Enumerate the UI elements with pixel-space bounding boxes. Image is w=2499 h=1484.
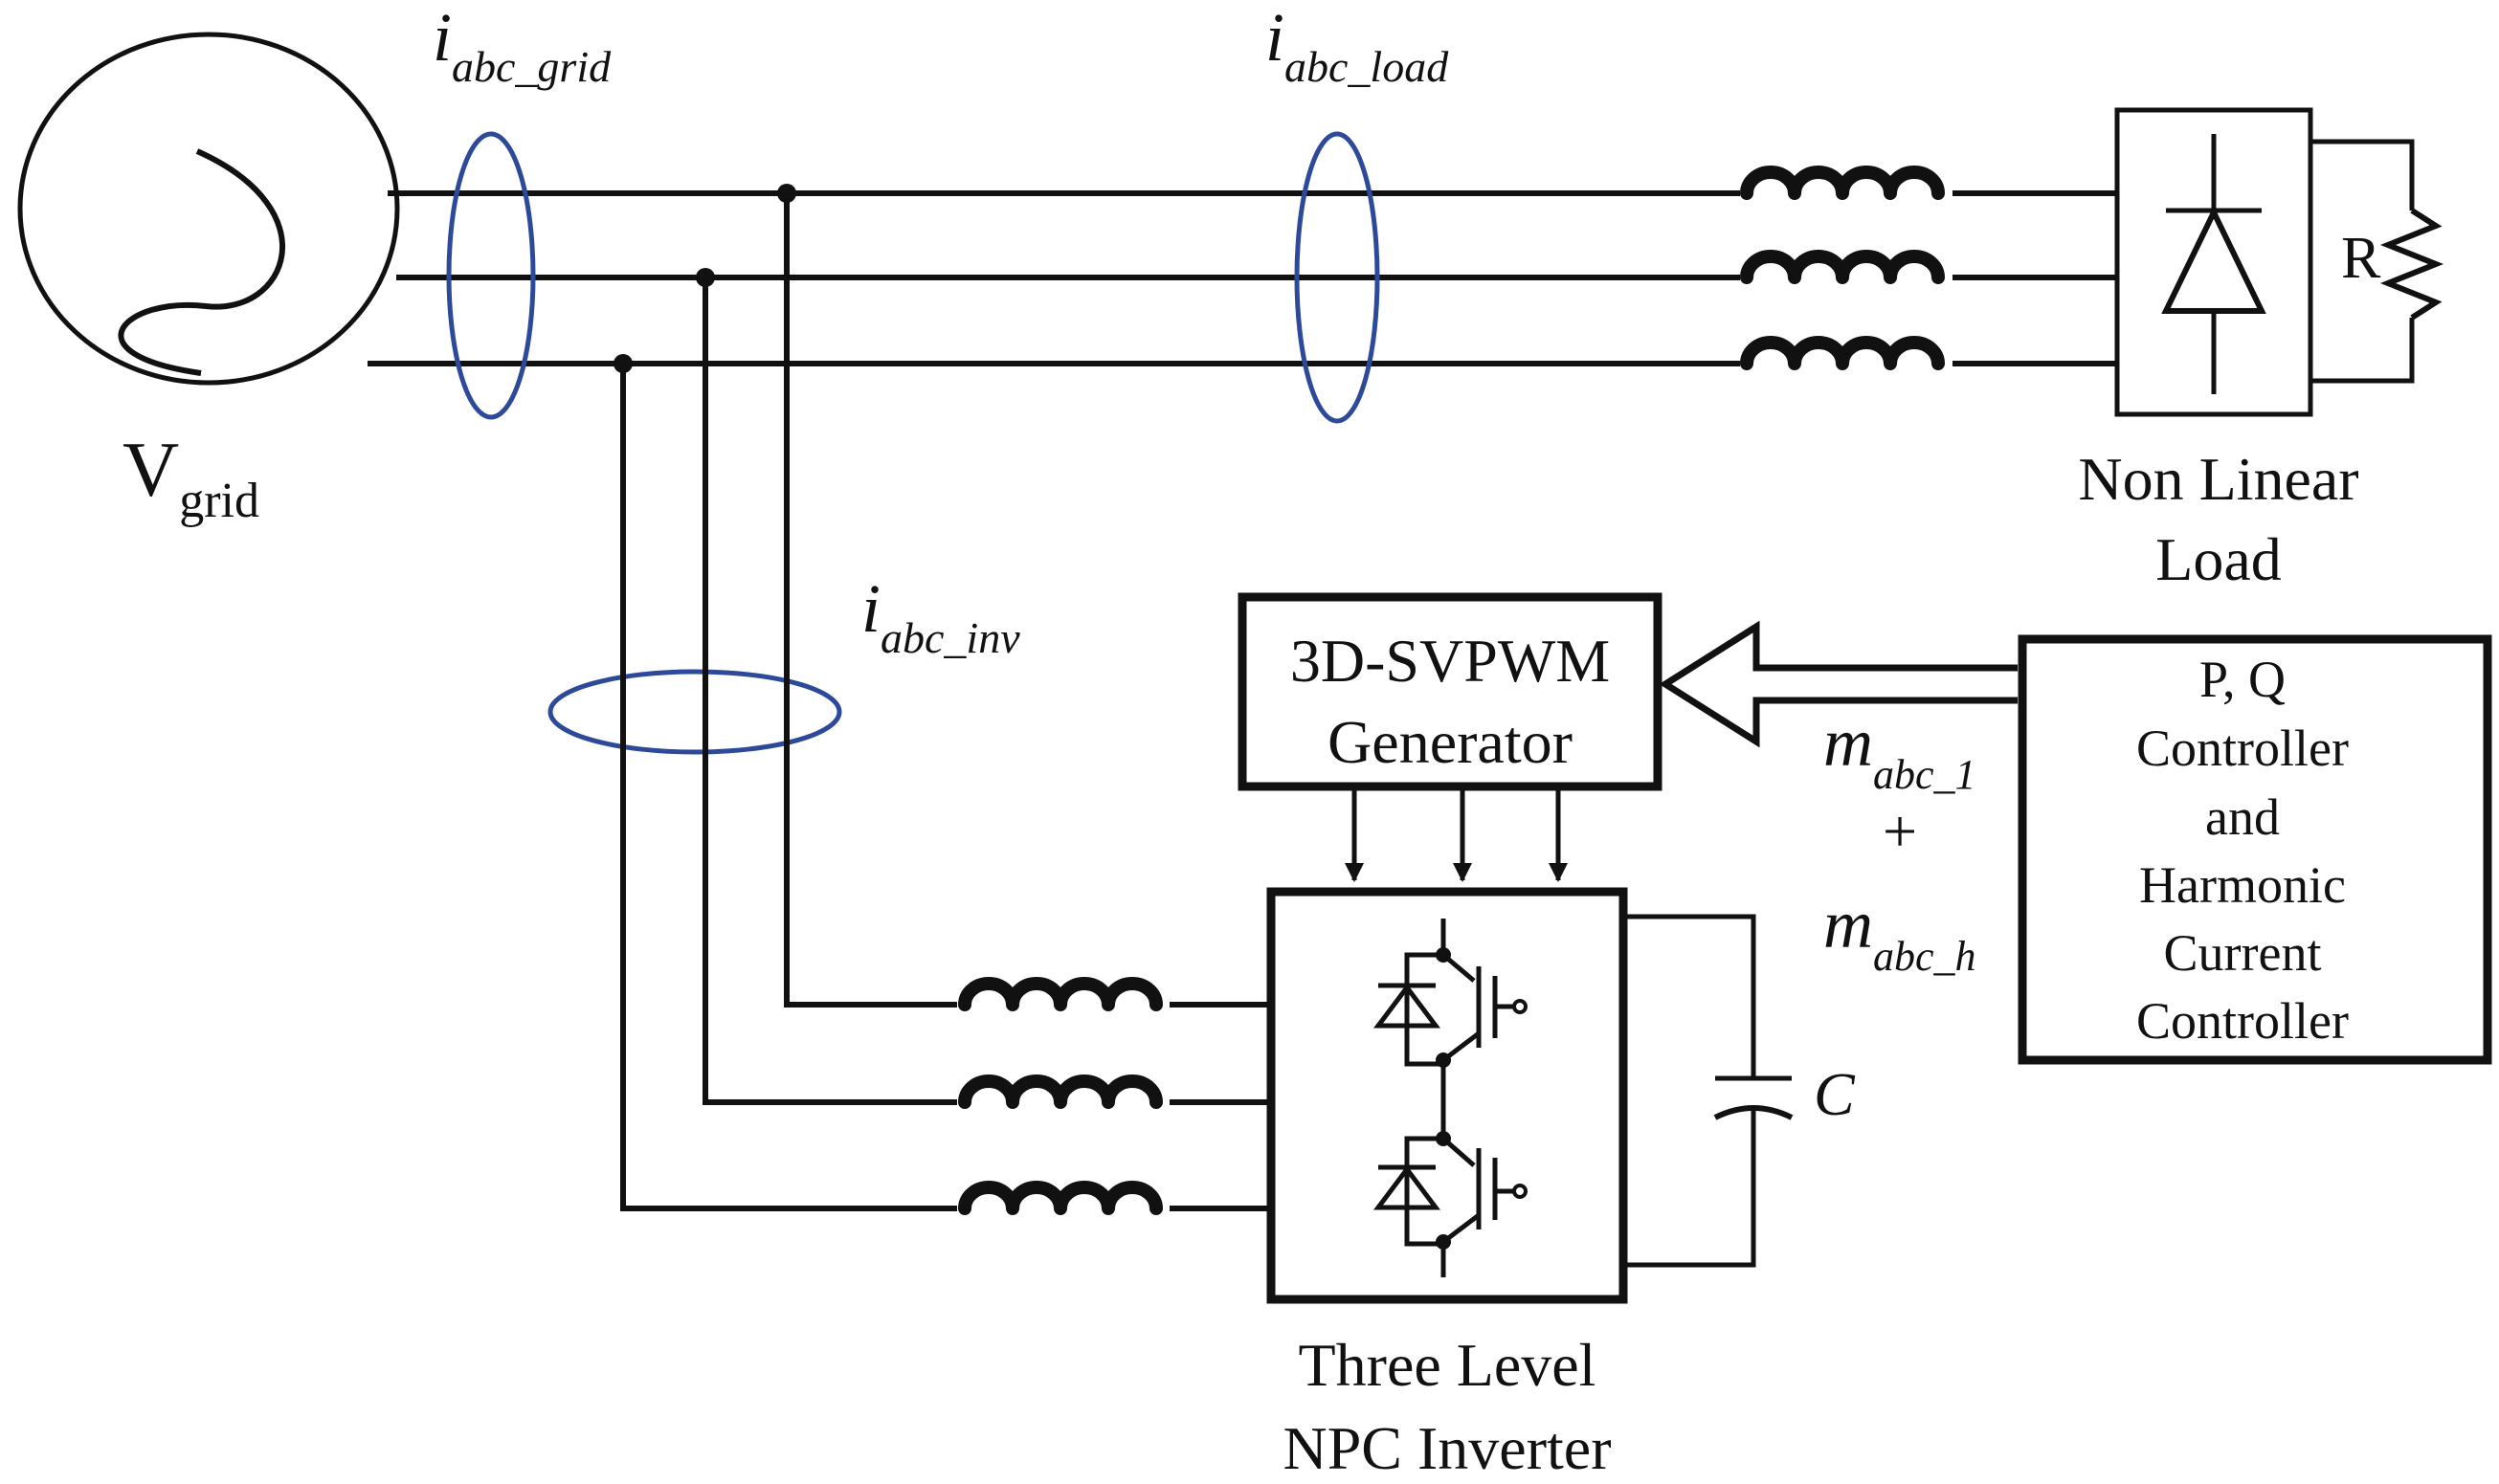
diode-icon xyxy=(2161,134,2266,394)
load-current-label: iabc_load xyxy=(1265,0,1449,91)
source-label-main: V xyxy=(123,426,179,513)
controller-line-0: P, Q xyxy=(2199,651,2286,708)
modulation-fundamental-main: m xyxy=(1823,704,1873,781)
load-current-label-sub: abc_load xyxy=(1284,42,1449,91)
controller-line-4: Current xyxy=(2164,924,2322,982)
controller-block: P, Q Controller and Harmonic Current Con… xyxy=(2018,634,2492,1065)
modulation-harmonic-main: m xyxy=(1823,886,1873,963)
inverter-current-label-sub: abc_inv xyxy=(881,613,1020,662)
inverter-inductor-b xyxy=(958,1074,1163,1109)
modulation-fundamental-sub: abc_1 xyxy=(1873,751,1976,798)
inverter-current-label: iabc_inv xyxy=(861,570,1020,662)
grid-current-label-main: i xyxy=(433,0,452,76)
gate-signal-arrows xyxy=(1345,790,1568,882)
load-current-sensor xyxy=(1294,131,1380,424)
controller-line-3: Harmonic xyxy=(2139,856,2346,914)
load-label-line1: Non Linear xyxy=(2078,445,2358,513)
source-label: Vgrid xyxy=(123,426,259,528)
grid-voltage-source xyxy=(17,32,400,386)
resistor-label: R xyxy=(2341,226,2381,291)
controller-line-5: Controller xyxy=(2136,992,2349,1050)
load-inductor-c xyxy=(1740,336,1945,370)
inverter-inductor-c xyxy=(958,1181,1163,1215)
modulation-signal-arrow xyxy=(1659,620,2018,748)
inverter-label-line1: Three Level xyxy=(1299,1331,1596,1399)
nonlinear-load: R xyxy=(2114,107,2444,417)
inverter-label-line2: NPC Inverter xyxy=(1283,1414,1611,1482)
inverter-feeder-lines xyxy=(614,184,1271,1211)
controller-line-2: and xyxy=(2205,788,2280,846)
load-label-line2: Load xyxy=(2155,525,2282,593)
load-inductor-b xyxy=(1740,250,1945,284)
grid-phase-lines xyxy=(368,190,2117,366)
load-inductors xyxy=(1740,166,1945,370)
inverter-current-label-main: i xyxy=(861,570,881,647)
svpwm-label-line2: Generator xyxy=(1328,708,1573,776)
modulation-plus-sign: + xyxy=(1883,797,1917,865)
svpwm-generator-block: 3D-SVPWM Generator xyxy=(1238,592,1662,791)
load-current-label-main: i xyxy=(1265,0,1284,76)
modulation-harmonic-label: mabc_h xyxy=(1823,886,1976,980)
sine-wave-icon xyxy=(118,148,285,376)
modulation-harmonic-sub: abc_h xyxy=(1873,933,1976,980)
npc-inverter-block xyxy=(1266,887,1628,1304)
capacitor-label: C xyxy=(1814,1060,1856,1128)
inverter-current-sensor xyxy=(547,669,842,755)
svpwm-label-line1: 3D-SVPWM xyxy=(1290,627,1610,695)
resistor-icon xyxy=(2379,208,2444,321)
modulation-fundamental-label: mabc_1 xyxy=(1823,704,1976,798)
inverter-inductor-a xyxy=(958,977,1163,1011)
inverter-inductors xyxy=(958,977,1163,1215)
igbt-icon-upper xyxy=(1373,919,1528,1068)
source-label-sub: grid xyxy=(179,474,259,528)
dc-link-capacitor xyxy=(1627,914,1794,1268)
grid-current-label-sub: abc_grid xyxy=(452,42,612,91)
grid-current-label: iabc_grid xyxy=(433,0,612,91)
grid-current-sensor xyxy=(446,131,536,420)
load-inductor-a xyxy=(1740,166,1945,200)
igbt-icon-lower xyxy=(1373,1131,1528,1277)
controller-line-1: Controller xyxy=(2136,720,2349,777)
